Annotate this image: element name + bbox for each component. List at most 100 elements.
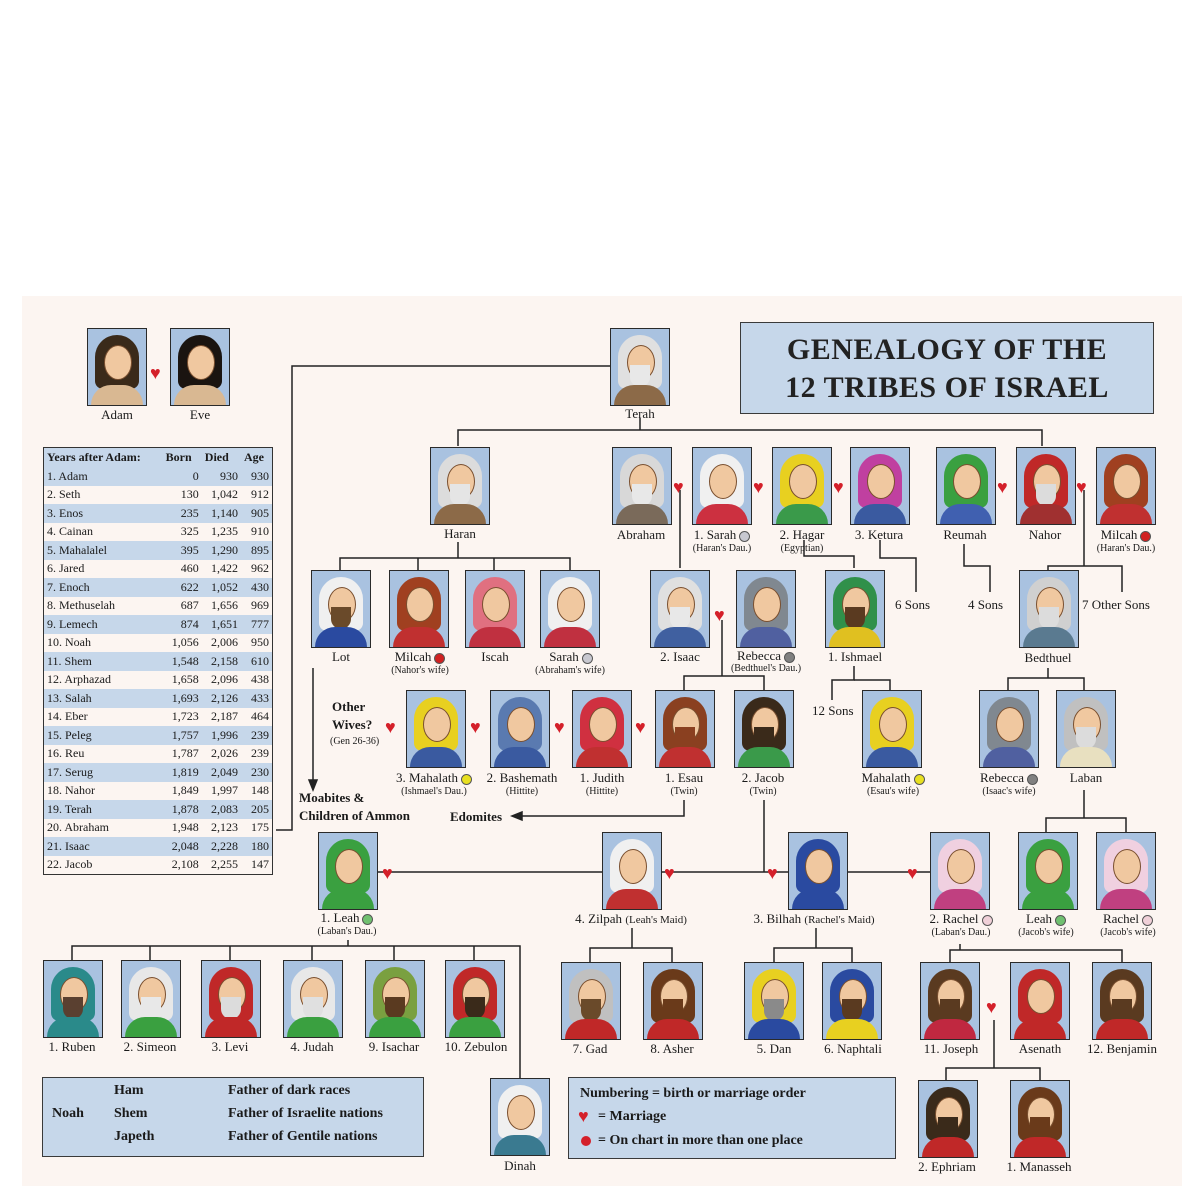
table-cell: 610 [240, 652, 273, 671]
table-cell: 912 [251, 487, 269, 502]
name-asenath: Asenath [1018, 1041, 1062, 1056]
note-six-sons: 6 Sons [895, 597, 931, 612]
table-header: Years after Adam: [43, 447, 163, 467]
table-cell: 148 [251, 783, 269, 798]
note-seven-other-sons: 7 Other Sons [1082, 597, 1150, 612]
table-cell: 1,757 [162, 726, 202, 745]
portrait-milcah [389, 570, 449, 648]
table-cell: 2,096 [210, 672, 238, 687]
table-cell: 7. Enoch [43, 578, 163, 597]
name-lot: Lot [331, 649, 351, 664]
note-mahalath: (Ishmael's Dau.) [401, 786, 467, 797]
table-cell: 17. Serug [43, 763, 163, 782]
table-cell: 2,228 [201, 837, 241, 856]
table-cell: 2,123 [210, 820, 238, 835]
portrait-judith [572, 690, 632, 768]
portrait-nahor [1016, 447, 1076, 525]
table-cell: 20. Abraham [47, 820, 109, 835]
table-cell: 962 [251, 561, 269, 576]
table-header: Age [240, 447, 273, 467]
table-cell: 950 [251, 635, 269, 650]
table-cell: 16. Reu [47, 746, 85, 761]
name-leah-2: Leah [1006, 911, 1086, 927]
portrait-leah-2 [1018, 832, 1078, 910]
name-benjamin: 12. Benjamin [1086, 1041, 1158, 1056]
name-hagar: 2. Hagar [779, 527, 825, 542]
name-sarah-1: 1. Sarah [680, 527, 764, 543]
name-nahor: Nahor [1028, 527, 1062, 542]
noah-son-japeth: Japeth [114, 1129, 155, 1144]
name-judah: 4. Judah [290, 1039, 334, 1054]
name-dan: 5. Dan [756, 1041, 792, 1056]
noah-label: Noah [52, 1106, 84, 1121]
name-milcah-right: Milcah [1086, 527, 1166, 543]
table-cell: 1,787 [171, 746, 199, 761]
portrait-mahalath [406, 690, 466, 768]
table-cell: 930 [240, 467, 273, 486]
name-manasseh: 1. Manasseh [1006, 1159, 1072, 1174]
table-cell: 1,878 [162, 800, 202, 819]
table-cell: 905 [240, 504, 273, 523]
key-numbering: Numbering = birth or marriage order [580, 1086, 806, 1101]
portrait-eve [170, 328, 230, 406]
table-cell: 1,819 [162, 763, 202, 782]
table-cell: 4. Cainan [47, 524, 93, 539]
portrait-rebecca-2 [979, 690, 1039, 768]
portrait-judah [283, 960, 343, 1038]
note-rachel-2: (Jacob's wife) [1100, 927, 1156, 938]
portrait-rebecca [736, 570, 796, 648]
name-ephriam: 2. Ephriam [918, 1159, 976, 1174]
table-cell: 1,849 [171, 783, 199, 798]
name-jacob: 2. Jacob [741, 770, 785, 785]
note-edomites: Edomites [450, 809, 502, 824]
note-bashemath: (Hittite) [505, 786, 539, 797]
table-cell: 325 [180, 524, 199, 539]
table-cell: 2,026 [210, 746, 238, 761]
table-cell: 2,126 [201, 689, 241, 708]
table-cell: 235 [162, 504, 202, 523]
table-cell: 1,658 [171, 672, 199, 687]
portrait-bashemath [490, 690, 550, 768]
note-milcah-right: (Haran's Dau.) [1096, 543, 1156, 554]
marriage-heart-icon: ♥ [635, 717, 646, 737]
portrait-mahalath-esau-wife [862, 690, 922, 768]
name-judith: 1. Judith [579, 770, 625, 785]
note-esau: (Twin) [670, 786, 698, 797]
table-cell: 12. Arphazad [47, 672, 111, 687]
name-joseph: 11. Joseph [923, 1041, 979, 1056]
note-sarah: (Abraham's wife) [535, 665, 605, 676]
portrait-esau [655, 690, 715, 768]
table-cell: 239 [251, 746, 269, 761]
table-cell: 2,108 [171, 857, 199, 872]
note-other-wives: Other [332, 699, 366, 714]
name-eve: Eve [189, 407, 211, 422]
table-cell: 18. Nahor [47, 783, 95, 798]
table-cell: 430 [240, 578, 273, 597]
portrait-isachar [365, 960, 425, 1038]
portrait-rachel [930, 832, 990, 910]
name-zilpah: 4. Zilpah (Leah's Maid) [575, 911, 687, 926]
portrait-jacob [734, 690, 794, 768]
key-multiple-places: = On chart in more than one place [598, 1133, 803, 1148]
note-twelve-sons: 12 Sons [812, 703, 854, 718]
name-zebulon: 10. Zebulon [444, 1039, 508, 1054]
table-cell: 21. Isaac [43, 837, 163, 856]
noah-son-shem: Shem [114, 1106, 148, 1121]
table-cell: 22. Jacob [47, 857, 93, 872]
marriage-heart-icon: ♥ [753, 477, 764, 497]
table-cell: 239 [240, 726, 273, 745]
name-simeon: 2. Simeon [123, 1039, 177, 1054]
